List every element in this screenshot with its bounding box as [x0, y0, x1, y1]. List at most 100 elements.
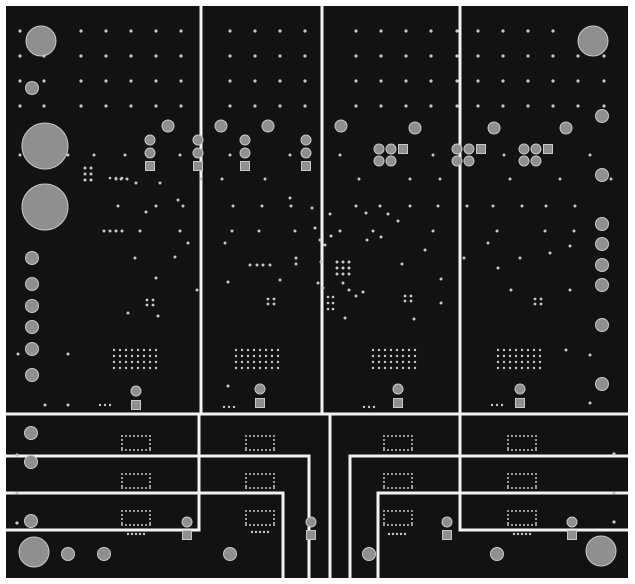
via — [273, 447, 275, 449]
via — [395, 449, 397, 451]
via — [411, 514, 413, 516]
via — [130, 348, 134, 352]
via — [134, 532, 138, 536]
via — [118, 360, 122, 364]
via — [83, 166, 87, 170]
via — [130, 532, 134, 536]
via — [108, 176, 112, 180]
round-pad — [487, 121, 501, 135]
via — [121, 518, 123, 520]
via — [133, 256, 137, 260]
via — [126, 311, 130, 315]
via — [253, 487, 255, 489]
via — [149, 443, 151, 445]
via — [273, 518, 275, 520]
via — [377, 348, 381, 352]
via — [112, 348, 116, 352]
via — [526, 354, 530, 358]
round-pad — [334, 119, 348, 133]
via — [145, 510, 147, 512]
via — [514, 348, 518, 352]
via — [293, 229, 297, 233]
via — [365, 238, 369, 242]
via — [476, 29, 480, 33]
via — [409, 294, 413, 298]
via — [265, 449, 267, 451]
via — [130, 366, 134, 370]
via — [273, 473, 275, 475]
via — [389, 354, 393, 358]
via — [532, 348, 536, 352]
via — [568, 244, 572, 248]
via — [515, 487, 517, 489]
via — [526, 29, 530, 33]
via — [257, 473, 259, 475]
via — [246, 360, 250, 364]
via — [383, 514, 385, 516]
via — [383, 485, 385, 487]
via — [515, 473, 517, 475]
pcb-substrate — [6, 6, 628, 578]
via — [527, 487, 529, 489]
via — [253, 54, 257, 58]
via — [507, 522, 509, 524]
via — [501, 29, 505, 33]
via — [509, 288, 513, 292]
via — [511, 487, 513, 489]
via — [383, 510, 385, 512]
via — [538, 366, 542, 370]
via — [145, 435, 147, 437]
via — [431, 153, 435, 157]
via — [125, 487, 127, 489]
via — [83, 172, 87, 176]
via — [539, 302, 543, 306]
via — [129, 435, 131, 437]
copper-trace — [6, 491, 285, 578]
via — [258, 530, 262, 534]
via — [535, 485, 537, 487]
via — [602, 104, 606, 108]
via — [253, 524, 255, 526]
square-pad — [442, 530, 452, 540]
via — [154, 360, 158, 364]
via — [179, 54, 183, 58]
round-pad — [305, 516, 317, 528]
via — [179, 104, 183, 108]
via — [387, 435, 389, 437]
round-pad — [463, 155, 475, 167]
via — [371, 348, 375, 352]
via-layer — [15, 29, 616, 536]
via — [411, 518, 413, 520]
via — [411, 443, 413, 445]
round-pad — [18, 536, 50, 568]
via — [354, 294, 358, 298]
via — [125, 177, 129, 181]
via — [535, 481, 537, 483]
via — [136, 366, 140, 370]
via — [490, 403, 494, 407]
via — [121, 439, 123, 441]
via — [347, 272, 351, 276]
via — [531, 510, 533, 512]
via — [273, 524, 275, 526]
via — [335, 266, 339, 270]
via — [523, 510, 525, 512]
via — [612, 520, 616, 524]
via — [121, 447, 123, 449]
via — [403, 524, 405, 526]
via — [269, 435, 271, 437]
via — [268, 263, 272, 267]
via — [408, 177, 412, 181]
via — [257, 487, 259, 489]
via — [491, 204, 495, 208]
round-pad — [24, 455, 38, 469]
via — [262, 530, 266, 534]
via — [404, 54, 408, 58]
square-pad — [182, 530, 192, 540]
via — [496, 348, 500, 352]
via — [455, 54, 459, 58]
via — [341, 260, 345, 264]
via — [154, 366, 158, 370]
via — [391, 435, 393, 437]
via — [121, 487, 123, 489]
